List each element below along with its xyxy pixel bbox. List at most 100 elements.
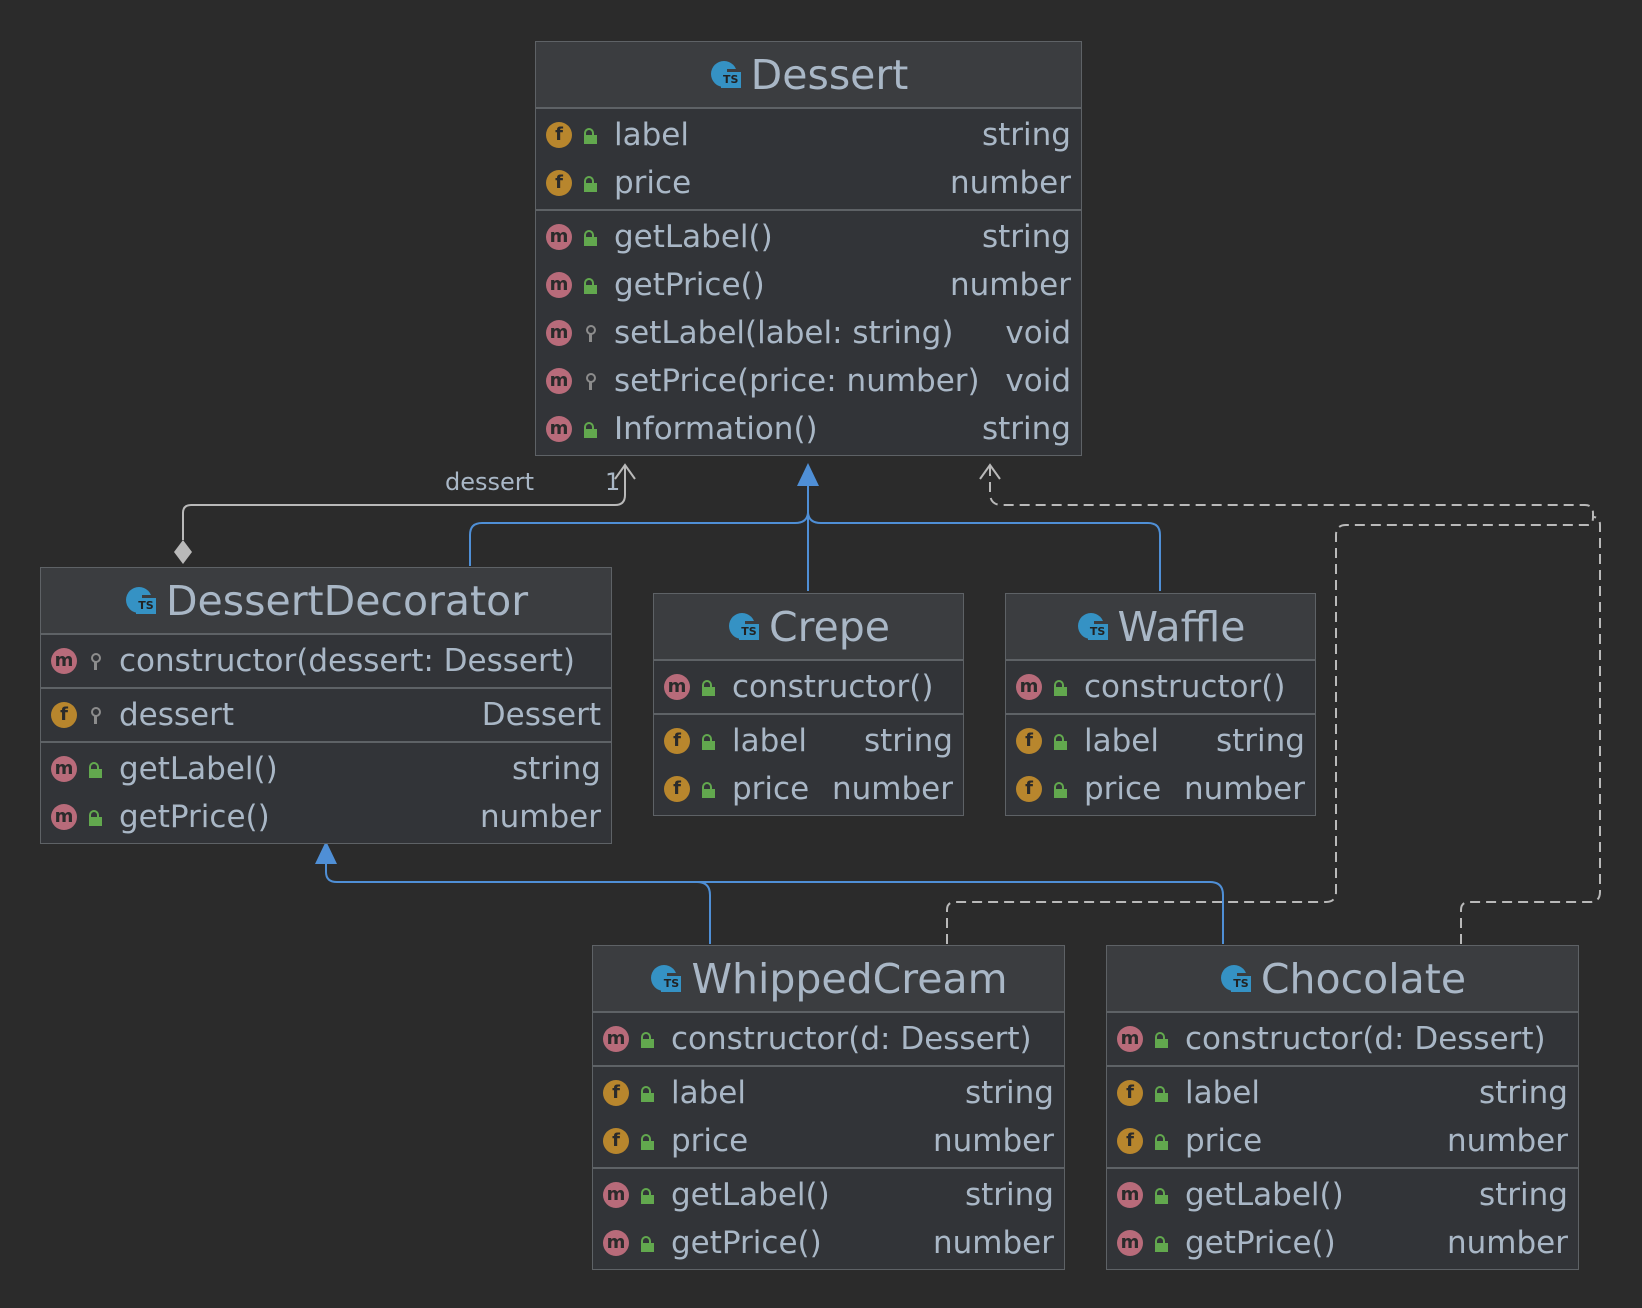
method-icon: m [546,368,572,394]
public-lock-icon [1050,731,1072,751]
typescript-class-icon: TS [1076,612,1110,642]
typescript-class-icon: TS [649,964,683,994]
member-type: number [933,1123,1054,1159]
inheritance-edge-decorator-dessert [469,512,809,566]
member-type: string [1479,1075,1568,1111]
public-lock-icon [85,807,107,827]
member-name: label [614,117,689,153]
member-name: constructor() [732,669,934,705]
public-lock-icon [580,275,602,295]
public-lock-icon [1151,1185,1173,1205]
member-name: setPrice(price: number) [614,363,980,399]
method-icon: m [603,1026,629,1052]
typescript-class-icon: TS [124,586,158,616]
member-type: string [982,117,1071,153]
member-name: constructor(dessert: Dessert) [119,643,575,679]
dependency-edge-whippedcream-dessert [946,465,1594,944]
field-icon: f [603,1128,629,1154]
aggregation-diamond [174,540,192,564]
member-name: getPrice() [1185,1225,1336,1261]
typescript-class-icon: TS [727,612,761,642]
member-name: constructor(d: Dessert) [671,1021,1032,1057]
public-lock-icon [1151,1083,1173,1103]
member-name: getPrice() [119,799,270,835]
class-name: DessertDecorator [165,576,529,625]
member-name: setLabel(label: string) [614,315,954,351]
member-name: price [614,165,692,201]
member-type: number [1447,1123,1568,1159]
member-type: string [1216,723,1305,759]
aggregation-arrowhead [614,463,636,480]
field-icon: f [664,776,690,802]
member-type: string [982,411,1071,447]
public-lock-icon [1151,1029,1173,1049]
class-name: Waffle [1117,602,1246,651]
member-name: getLabel() [1185,1177,1344,1213]
member-name: getPrice() [671,1225,822,1261]
aggregation-role-label: dessert [445,468,535,496]
member-name: constructor() [1084,669,1286,705]
method-icon: m [603,1182,629,1208]
method-row[interactable]: m constructor(d: Dessert) [593,1015,1064,1063]
public-lock-icon [698,677,720,697]
private-key-icon [580,323,602,343]
field-icon: f [664,728,690,754]
field-icon: f [1117,1128,1143,1154]
public-lock-icon [580,125,602,145]
method-icon: m [51,804,77,830]
typescript-class-icon: TS [1219,964,1253,994]
member-type: string [864,723,953,759]
public-lock-icon [1050,779,1072,799]
public-lock-icon [637,1029,659,1049]
field-icon: f [1016,728,1042,754]
member-type: string [1479,1177,1568,1213]
private-key-icon [580,371,602,391]
member-type: number [832,771,953,807]
member-name: label [1185,1075,1260,1111]
member-type: string [512,751,601,787]
